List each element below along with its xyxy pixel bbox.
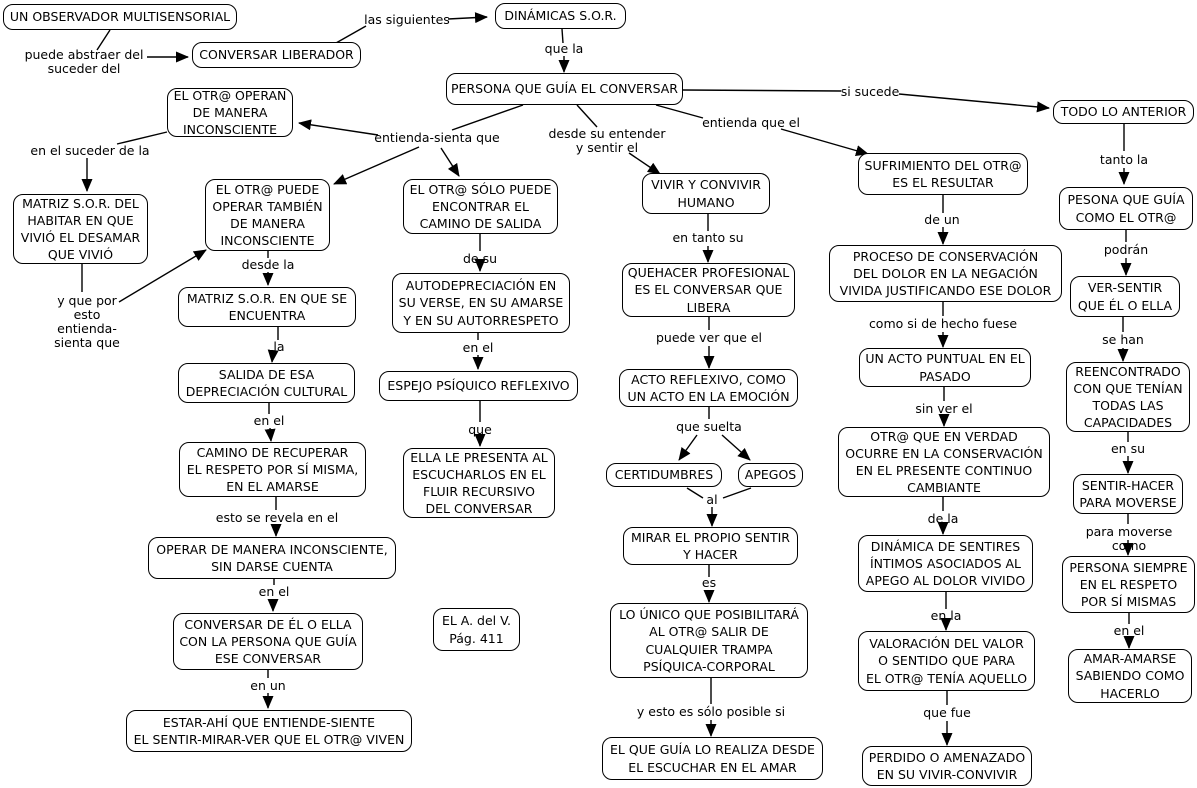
- concept-node[interactable]: CONVERSAR DE ÉL O ELLA CON LA PERSONA QU…: [173, 613, 363, 670]
- concept-node[interactable]: OTR@ QUE EN VERDAD OCURRE EN LA CONSERVA…: [838, 427, 1050, 497]
- link-phrase[interactable]: las siguientes: [364, 12, 450, 27]
- link-phrase[interactable]: como si de hecho fuese: [868, 316, 1018, 331]
- link-phrase[interactable]: en un: [250, 678, 286, 693]
- concept-node[interactable]: MATRIZ S.O.R. EN QUE SE ENCUENTRA: [178, 287, 356, 327]
- concept-node[interactable]: EL QUE GUÍA LO REALIZA DESDE EL ESCUCHAR…: [602, 737, 823, 780]
- concept-node[interactable]: MIRAR EL PROPIO SENTIR Y HACER: [623, 527, 798, 565]
- concept-node[interactable]: DINÁMICA DE SENTIRES ÍNTIMOS ASOCIADOS A…: [858, 535, 1033, 592]
- connector-line: [335, 25, 367, 44]
- link-phrase[interactable]: en la: [930, 608, 962, 623]
- link-phrase[interactable]: puede ver que el: [655, 330, 763, 345]
- connector-line: [682, 89, 842, 92]
- concept-node[interactable]: PROCESO DE CONSERVACIÓN DEL DOLOR EN LA …: [829, 245, 1062, 302]
- link-phrase[interactable]: en tanto su: [672, 230, 744, 245]
- link-phrase[interactable]: en su: [1110, 441, 1146, 456]
- concept-node[interactable]: APEGOS: [738, 463, 803, 487]
- concept-node[interactable]: VALORACIÓN DEL VALOR O SENTIDO QUE PARA …: [858, 631, 1035, 691]
- connector-arrow: [780, 128, 869, 156]
- connector-arrow: [898, 93, 1050, 113]
- link-phrase[interactable]: en el: [1113, 623, 1145, 638]
- link-phrase[interactable]: y esto es sólo posible si: [636, 704, 786, 719]
- concept-node[interactable]: PERDIDO O AMENAZADO EN SU VIVIR-CONVIVIR: [862, 746, 1032, 786]
- link-phrase[interactable]: de un: [924, 212, 960, 227]
- connector-line: [576, 104, 598, 128]
- concept-node[interactable]: MATRIZ S.O.R. DEL HABITAR EN QUE VIVIÓ E…: [13, 194, 148, 264]
- concept-node[interactable]: EL OTR@ PUEDE OPERAR TAMBIÉN DE MANERA I…: [205, 179, 330, 251]
- link-phrase[interactable]: que fue: [923, 705, 971, 720]
- link-phrase[interactable]: sin ver el: [915, 401, 973, 416]
- concept-node[interactable]: EL OTR@ OPERAN DE MANERA INCONSCIENTE: [167, 88, 293, 137]
- concept-node[interactable]: LO ÚNICO QUE POSIBILITARÁ AL OTR@ SALIR …: [610, 603, 808, 678]
- concept-node[interactable]: QUEHACER PROFESIONAL ES EL CONVERSAR QUE…: [622, 263, 795, 317]
- connector-arrow: [678, 434, 698, 461]
- link-phrase[interactable]: de su: [462, 251, 498, 266]
- link-phrase[interactable]: para moverse como: [1085, 524, 1173, 553]
- connector-arrow: [721, 434, 751, 461]
- link-phrase[interactable]: la: [273, 339, 285, 354]
- concept-node[interactable]: PERSONA SIEMPRE EN EL RESPETO POR SÍ MIS…: [1062, 556, 1195, 613]
- concept-node[interactable]: ESTAR-AHÍ QUE ENTIENDE-SIENTE EL SENTIR-…: [126, 710, 412, 752]
- link-phrase[interactable]: tanto la: [1099, 152, 1149, 167]
- connector-line: [722, 487, 752, 499]
- connector-arrow: [333, 146, 420, 185]
- link-phrase[interactable]: que suelta: [676, 419, 742, 434]
- connector-arrow: [298, 119, 379, 136]
- link-phrase[interactable]: puede abstraer del suceder del: [24, 47, 144, 76]
- concept-node[interactable]: REENCONTRADO CON QUE TENÍAN TODAS LAS CA…: [1066, 362, 1190, 432]
- concept-node[interactable]: AUTODEPRECIACIÓN EN SU VERSE, EN SU AMAR…: [392, 273, 570, 333]
- concept-node[interactable]: CONVERSAR LIBERADOR: [192, 42, 361, 68]
- connector-line: [451, 104, 524, 131]
- concept-node[interactable]: EL A. del V. Pág. 411: [433, 608, 520, 651]
- link-phrase[interactable]: se han: [1102, 332, 1144, 347]
- link-phrase[interactable]: que la: [544, 41, 584, 56]
- connector-arrow: [447, 12, 488, 24]
- connector-arrow: [440, 147, 460, 177]
- concept-node[interactable]: ELLA LE PRESENTA AL ESCUCHARLOS EN EL FL…: [403, 448, 555, 518]
- concept-node[interactable]: TODO LO ANTERIOR: [1053, 100, 1194, 124]
- concept-node[interactable]: ESPEJO PSÍQUICO REFLEXIVO: [379, 371, 578, 401]
- concept-node[interactable]: UN OBSERVADOR MULTISENSORIAL: [3, 4, 237, 30]
- link-phrase[interactable]: si sucede: [840, 84, 900, 99]
- link-phrase[interactable]: desde su entender y sentir el: [548, 126, 666, 155]
- link-phrase[interactable]: al: [706, 492, 718, 507]
- connector-arrow: [264, 427, 276, 442]
- concept-node[interactable]: CERTIDUMBRES: [606, 463, 722, 487]
- link-phrase[interactable]: entienda que el: [702, 115, 800, 130]
- concept-node[interactable]: AMAR-AMARSE SABIENDO COMO HACERLO: [1068, 649, 1192, 703]
- connector-line: [686, 487, 704, 499]
- link-phrase[interactable]: entienda-sienta que: [374, 130, 500, 145]
- concept-node[interactable]: OPERAR DE MANERA INCONSCIENTE, SIN DARSE…: [148, 537, 396, 579]
- concept-node[interactable]: EL OTR@ SÓLO PUEDE ENCONTRAR EL CAMINO D…: [403, 179, 558, 234]
- concept-node[interactable]: ACTO REFLEXIVO, COMO UN ACTO EN LA EMOCI…: [619, 369, 798, 407]
- link-phrase[interactable]: desde la: [241, 257, 295, 272]
- concept-node[interactable]: SUFRIMIENTO DEL OTR@ ES EL RESULTAR: [858, 153, 1028, 195]
- connector-arrow: [628, 152, 661, 175]
- link-phrase[interactable]: en el suceder de la: [30, 143, 150, 158]
- concept-node[interactable]: UN ACTO PUNTUAL EN EL PASADO: [859, 348, 1031, 387]
- connector-line: [655, 104, 704, 119]
- link-phrase[interactable]: esto se revela en el: [215, 510, 339, 525]
- concept-node[interactable]: VIVIR Y CONVIVIR HUMANO: [642, 173, 770, 214]
- concept-node[interactable]: PESONA QUE GUÍA COMO EL OTR@: [1059, 187, 1193, 230]
- concept-node[interactable]: CAMINO DE RECUPERAR EL RESPETO POR SÍ MI…: [179, 442, 366, 497]
- link-phrase[interactable]: en el: [462, 340, 494, 355]
- link-phrase[interactable]: en el: [258, 584, 290, 599]
- link-phrase[interactable]: podrán: [1103, 242, 1149, 257]
- link-phrase[interactable]: es: [701, 575, 717, 590]
- concept-node[interactable]: PERSONA QUE GUÍA EL CONVERSAR: [446, 73, 683, 105]
- concept-node[interactable]: DINÁMICAS S.O.R.: [495, 3, 626, 29]
- concept-node[interactable]: SENTIR-HACER PARA MOVERSE: [1073, 474, 1183, 514]
- link-phrase[interactable]: de la: [927, 511, 959, 526]
- link-phrase[interactable]: y que por esto entienda- sienta que: [54, 293, 120, 350]
- link-phrase[interactable]: que: [468, 422, 492, 437]
- concept-node[interactable]: VER-SENTIR QUE ÉL O ELLA: [1070, 276, 1180, 317]
- link-phrase[interactable]: en el: [253, 413, 285, 428]
- concept-node[interactable]: SALIDA DE ESA DEPRECIACIÓN CULTURAL: [178, 363, 355, 403]
